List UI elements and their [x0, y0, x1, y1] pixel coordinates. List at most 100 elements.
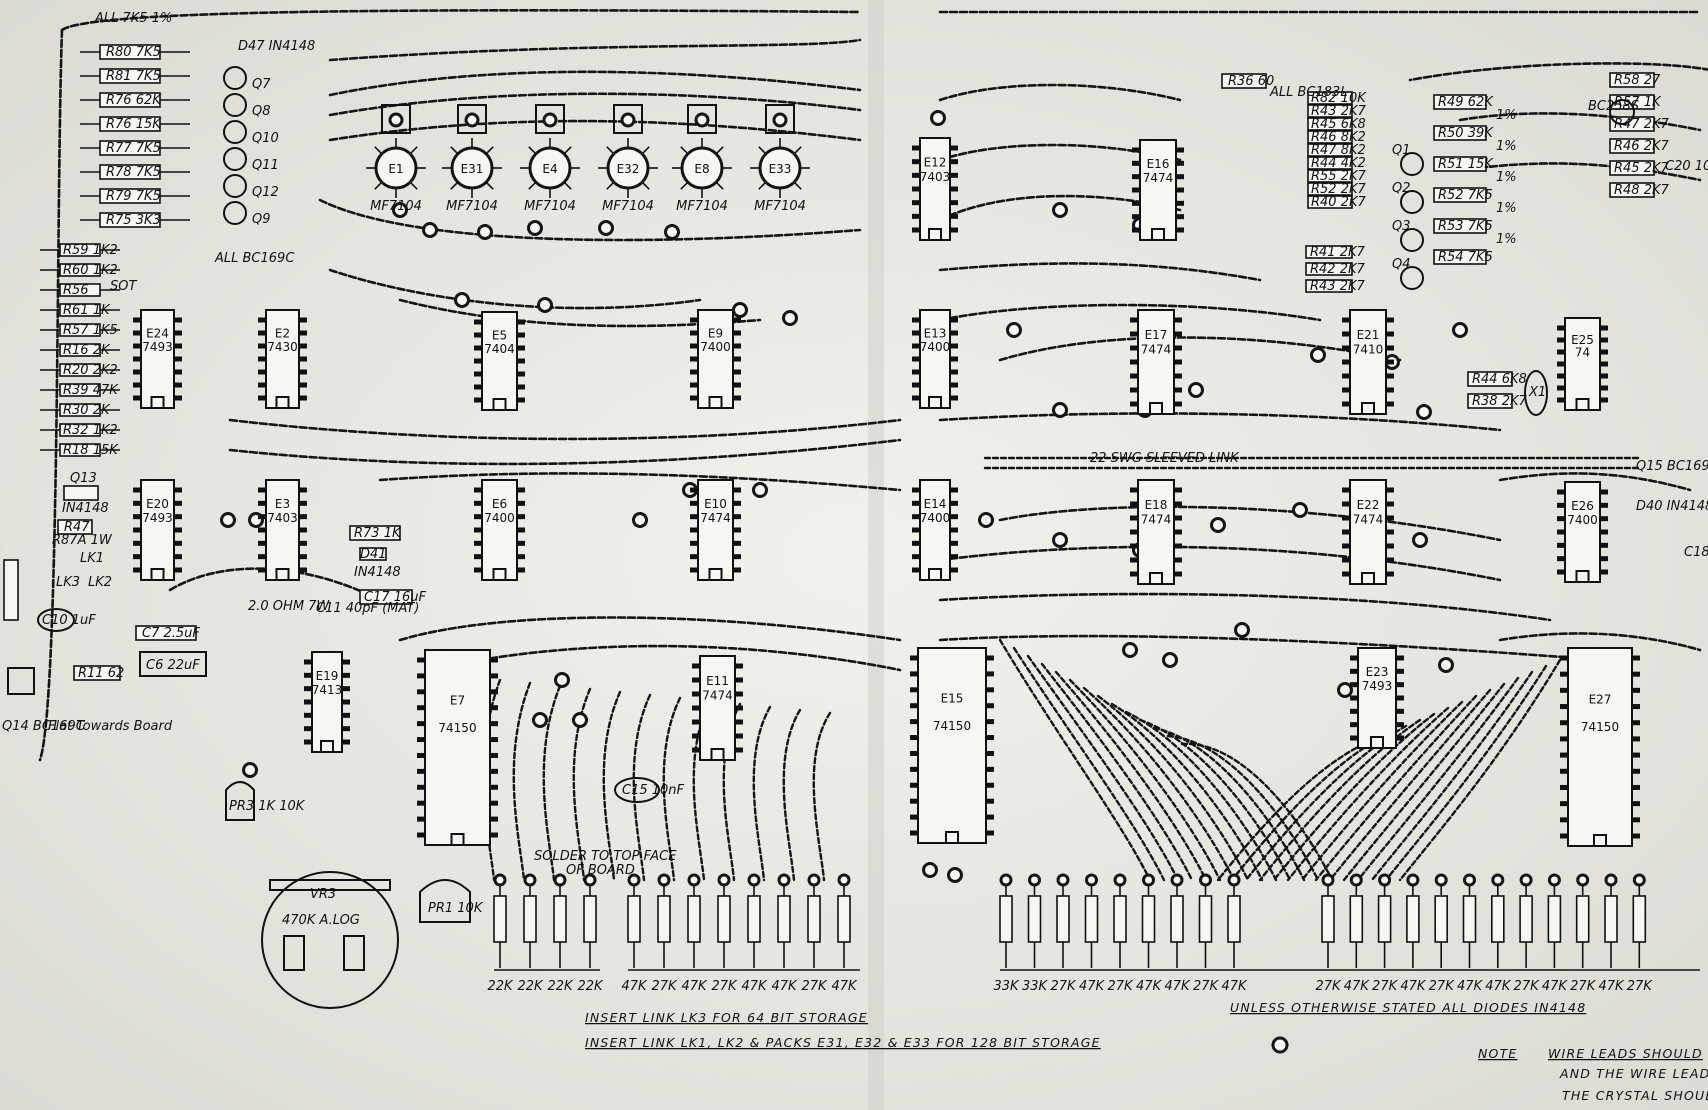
- bank-pad: [807, 873, 821, 887]
- bank-resistor: [1027, 895, 1042, 943]
- ic-pin: [490, 752, 498, 758]
- ic-pin: [1132, 227, 1140, 233]
- ic-pin: [1176, 160, 1184, 166]
- ic-pin: [133, 330, 141, 336]
- ic-pin: [490, 689, 498, 695]
- ic-pin: [417, 832, 425, 838]
- ic-pin: [1632, 784, 1640, 790]
- transistor-label: Q11: [252, 158, 279, 173]
- bank-value: 27K: [651, 979, 678, 994]
- r47-part: [57, 519, 93, 535]
- ic-pin: [1130, 515, 1138, 521]
- ic-pin: [1342, 373, 1350, 379]
- ic-pin: [517, 527, 525, 533]
- pad-28: [752, 482, 768, 498]
- ic-pin: [950, 540, 958, 546]
- precision-pct: 1%: [1496, 139, 1517, 154]
- can-type: MF7104: [370, 199, 422, 214]
- ic-pin: [950, 382, 958, 388]
- can-leg: [606, 146, 615, 155]
- bank-resistor: [1056, 895, 1070, 943]
- pad-32: [554, 672, 570, 688]
- lower-resistor-body: [59, 263, 101, 277]
- ic-pin: [1600, 502, 1608, 508]
- zero-ohm-note: 2.0 OHM 7W: [248, 599, 330, 614]
- lower-resistor-body: [59, 323, 101, 337]
- can-name: E1: [388, 162, 403, 176]
- r-vertical-left: [3, 559, 19, 621]
- can-leg: [758, 181, 767, 190]
- pad-25: [1210, 517, 1226, 533]
- lower-resistor-body: [59, 443, 101, 457]
- bank-pad: [583, 873, 597, 887]
- can-top-hole: [388, 112, 404, 128]
- ic-pin: [258, 554, 266, 560]
- pad-15: [1052, 402, 1068, 418]
- bank-value: 47K: [1079, 979, 1106, 994]
- ic-pin: [1632, 704, 1640, 710]
- ic-pin: [1176, 187, 1184, 193]
- ic-pin: [1560, 720, 1568, 726]
- ic-name: E12: [924, 156, 947, 170]
- ic-pin: [1386, 401, 1394, 407]
- ic-pin: [474, 397, 482, 403]
- can-top-pad: [765, 104, 795, 134]
- ic-pin: [733, 527, 741, 533]
- ic-name: E23: [1366, 665, 1389, 679]
- can-body: [606, 146, 650, 190]
- ic-pin: [692, 747, 700, 753]
- ic-pin: [299, 567, 307, 573]
- ic-pin: [1174, 529, 1182, 535]
- right-transistor-label: Q2: [1392, 181, 1411, 196]
- precision-pct: 1%: [1496, 108, 1517, 123]
- lk1-label: LK1: [80, 551, 104, 566]
- ic-pin: [1600, 489, 1608, 495]
- bank-resistor: [807, 895, 821, 943]
- ic-pin: [342, 686, 350, 692]
- ic-pin: [1600, 361, 1608, 367]
- left-resistor-label: R75 3K3: [106, 213, 161, 228]
- ic-pin: [950, 330, 958, 336]
- ic-pin: [1557, 397, 1565, 403]
- ic-pin: [910, 798, 918, 804]
- can-leg: [606, 181, 615, 190]
- bank-pad: [1604, 873, 1618, 887]
- ic-pin: [1560, 671, 1568, 677]
- d40-label: D40 IN4148: [1636, 499, 1708, 514]
- c18-label: C18: [1684, 545, 1708, 560]
- bank-value: 27K: [801, 979, 828, 994]
- fan-mid-1: [1012, 646, 1166, 882]
- fan-left-6: [662, 696, 682, 882]
- ic-pin: [910, 687, 918, 693]
- ic-pin: [474, 345, 482, 351]
- ic-pin: [133, 527, 141, 533]
- ic-pin: [342, 672, 350, 678]
- ic-pin: [133, 356, 141, 362]
- insert-lk3-note: INSERT LINK LK3 FOR 64 BIT STORAGE: [585, 1010, 868, 1025]
- ic-body: [697, 479, 734, 581]
- can-top-pad: [613, 104, 643, 134]
- ic-pin: [733, 317, 741, 323]
- ic-pin: [1130, 501, 1138, 507]
- can-leg: [450, 146, 459, 155]
- pad-37: [1337, 682, 1353, 698]
- right-resistor-a-label: R40 2K7: [1311, 195, 1367, 210]
- solder-note-2: OF BOARD: [566, 863, 635, 878]
- ic-body: [265, 479, 300, 581]
- ic-pin: [1350, 722, 1358, 728]
- ic-pin: [733, 395, 741, 401]
- bank-value: 27K: [1429, 979, 1456, 994]
- ic-pin: [1176, 147, 1184, 153]
- ic-pin: [1600, 516, 1608, 522]
- precision-resistor-label: R53 7K5: [1438, 219, 1493, 234]
- ic-pin: [1396, 722, 1404, 728]
- precision-resistor-label: R54 7K5: [1438, 250, 1493, 265]
- pad-43: [1122, 642, 1138, 658]
- pad-34: [572, 712, 588, 728]
- ic-body: [481, 311, 518, 411]
- ic-pin: [912, 200, 920, 206]
- ic-pin: [986, 798, 994, 804]
- ic-pin: [1560, 817, 1568, 823]
